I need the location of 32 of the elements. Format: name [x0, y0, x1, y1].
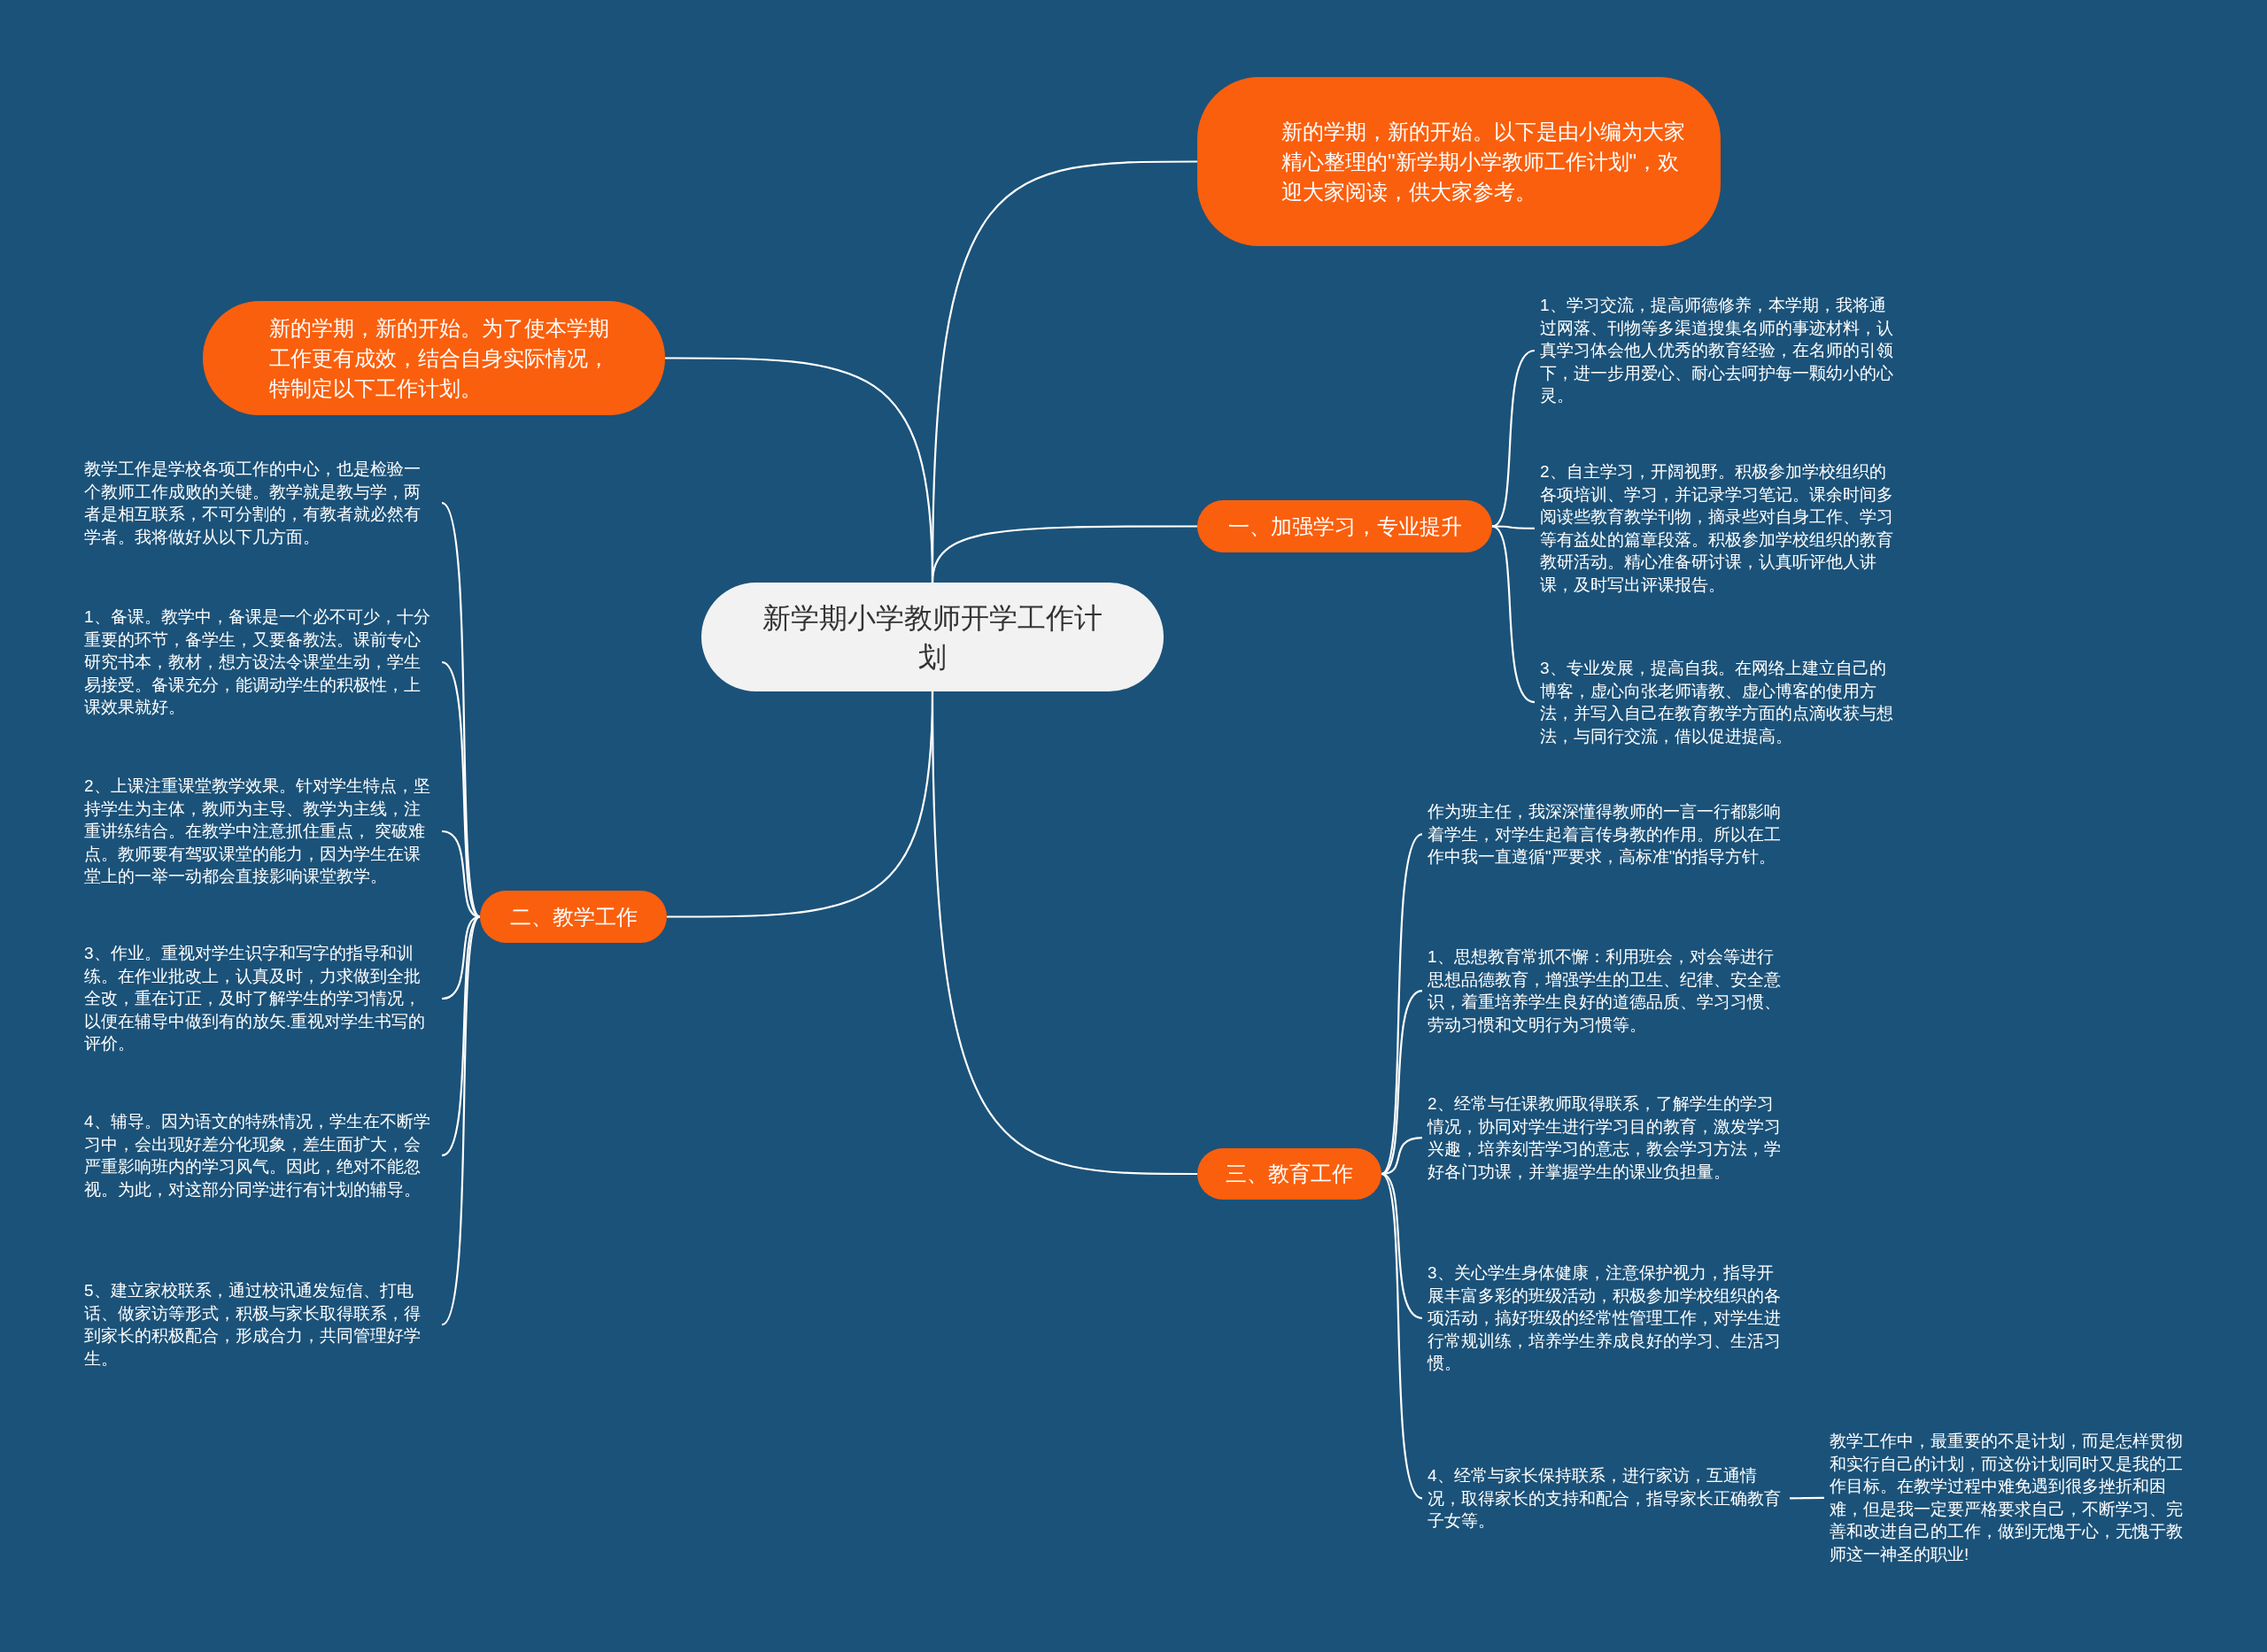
topic-text: 3、专业发展，提高自我。在网络上建立自己的博客，虚心向张老师请教、虚心博客的使用方法，并写入自己在教育教学方面的点滴收获与想法，与同行交流，借以促进提高。 [1535, 655, 1902, 750]
connector-line [1381, 1173, 1423, 1319]
connector-line [931, 691, 1197, 1176]
branch-topic: 三、教育工作 [1197, 1148, 1381, 1200]
branch-topic: 一、加强学习，专业提升 [1197, 500, 1492, 552]
topic-text: 3、关心学生身体健康，注意保护视力，指导开展丰富多彩的班级活动，积极参加学校组织的各项活动，搞好班级的经常性管理工作，对学生进行常规训练，培养学生养成良好的学习、生活习惯。 [1422, 1260, 1790, 1377]
topic-text: 3、作业。重视对学生识字和写字的指导和训练。在作业批改上，认真及时，力求做到全批全改，重在订正，及时了解学生的学习情况，以便在辅导中做到有的放矢.重视对学生书写的评价。 [79, 940, 442, 1057]
topic-text: 1、备课。教学中，备课是一个必不可少，十分重要的环节，备学生，又要备教法。课前专心研究书本，教材，想方设法令课堂生动，学生易接受。备课充分，能调动学生的积极性，上课效果就好。 [79, 604, 442, 721]
connector-line [441, 915, 481, 1325]
connector-line [1491, 525, 1536, 704]
topic-bubble: 新的学期，新的开始。以下是由小编为大家精心整理的"新学期小学教师工作计划"，欢迎大家阅读，供大家参考。 [1197, 77, 1721, 246]
topic-text: 2、自主学习，开阔视野。积极参加学校组织的各项培训、学习，并记录学习笔记。课余时间多阅读些教育教学刊物，摘录些对自身工作、学习等有益处的篇章段落。积极参加学校组织的教育教研活动。精心准备研讨课，认真听评他人讲课，及时写出评课报告。 [1535, 459, 1902, 598]
central-topic: 新学期小学教师开学工作计划 [701, 583, 1164, 691]
connector-line [1381, 833, 1423, 1175]
connector-line [1790, 1496, 1824, 1500]
connector-line [931, 525, 1197, 583]
topic-text: 教学工作是学校各项工作的中心，也是检验一个教师工作成败的关键。教学就是教与学，两者是相互联系，不可分割的，有教者就必然有学者。我将做好从以下几方面。 [79, 456, 442, 551]
connector-line [1492, 525, 1535, 529]
topic-text: 4、辅导。因为语文的特殊情况，学生在不断学习中，会出现好差分化现象，差生面扩大，会严重影响班内的学习风气。因此，绝对不能忽视。为此，对这部分同学进行有计划的辅导。 [79, 1108, 442, 1203]
connector-line [441, 661, 481, 918]
connector-line [1381, 1173, 1423, 1500]
topic-text: 2、经常与任课教师取得联系，了解学生的学习情况，协同对学生进行学习目的教育，激发学习兴趣，培养刻苦学习的意志，教会学习方法，学好各门功课，并掌握学生的课业负担量。 [1422, 1091, 1790, 1185]
connector-line [1381, 990, 1423, 1175]
topic-text: 5、建立家校联系，通过校讯通发短信、打电话、做家访等形式，积极与家长取得联系，得到家长的积极配合，形成合力，共同管理好学生。 [79, 1278, 442, 1372]
topic-text: 1、思想教育常抓不懈：利用班会，对会等进行思想品德教育，增强学生的卫生、纪律、安全意识，着重培养学生良好的道德品质、学习习惯、劳动习惯和文明行为习惯等。 [1422, 944, 1790, 1038]
topic-text: 1、学习交流，提高师德修养，本学期，我将通过网落、刊物等多渠道搜集名师的事迹材料，认真学习体会他人优秀的教育经验，在名师的引领下，进一步用爱心、耐心去呵护每一颗幼小的心灵。 [1535, 292, 1902, 409]
topic-text: 4、经常与家长保持联系，进行家访，互通情况，取得家长的支持和配合，指导家长正确教育子女等。 [1422, 1463, 1790, 1534]
topic-text: 作为班主任，我深深懂得教师的一言一行都影响着学生，对学生起着言传身教的作用。所以在工作中我一直遵循"严要求，高标准"的指导方针。 [1422, 799, 1790, 870]
topic-text: 教学工作中，最重要的不是计划，而是怎样贯彻和实行自己的计划，而这份计划同时又是我的工作目标。在教学过程中难免遇到很多挫折和困难，但是我一定要严格要求自己，不断学习、完善和改进自己的工作，做到无愧于心，无愧于教师这一神圣的职业! [1824, 1428, 2192, 1568]
topic-text: 2、上课注重课堂教学效果。针对学生特点，坚持学生为主体，教师为主导、教学为主线，注重讲练结合。在教学中注意抓住重点， 突破难点。教师要有驾驭课堂的能力，因为学生在课堂上的一举一动都会直接影响课堂教学。 [79, 773, 442, 890]
branch-topic: 二、教学工作 [480, 891, 667, 943]
topic-bubble: 新的学期，新的开始。为了使本学期工作更有成效，结合自身实际情况，特制定以下工作计划。 [203, 301, 665, 415]
